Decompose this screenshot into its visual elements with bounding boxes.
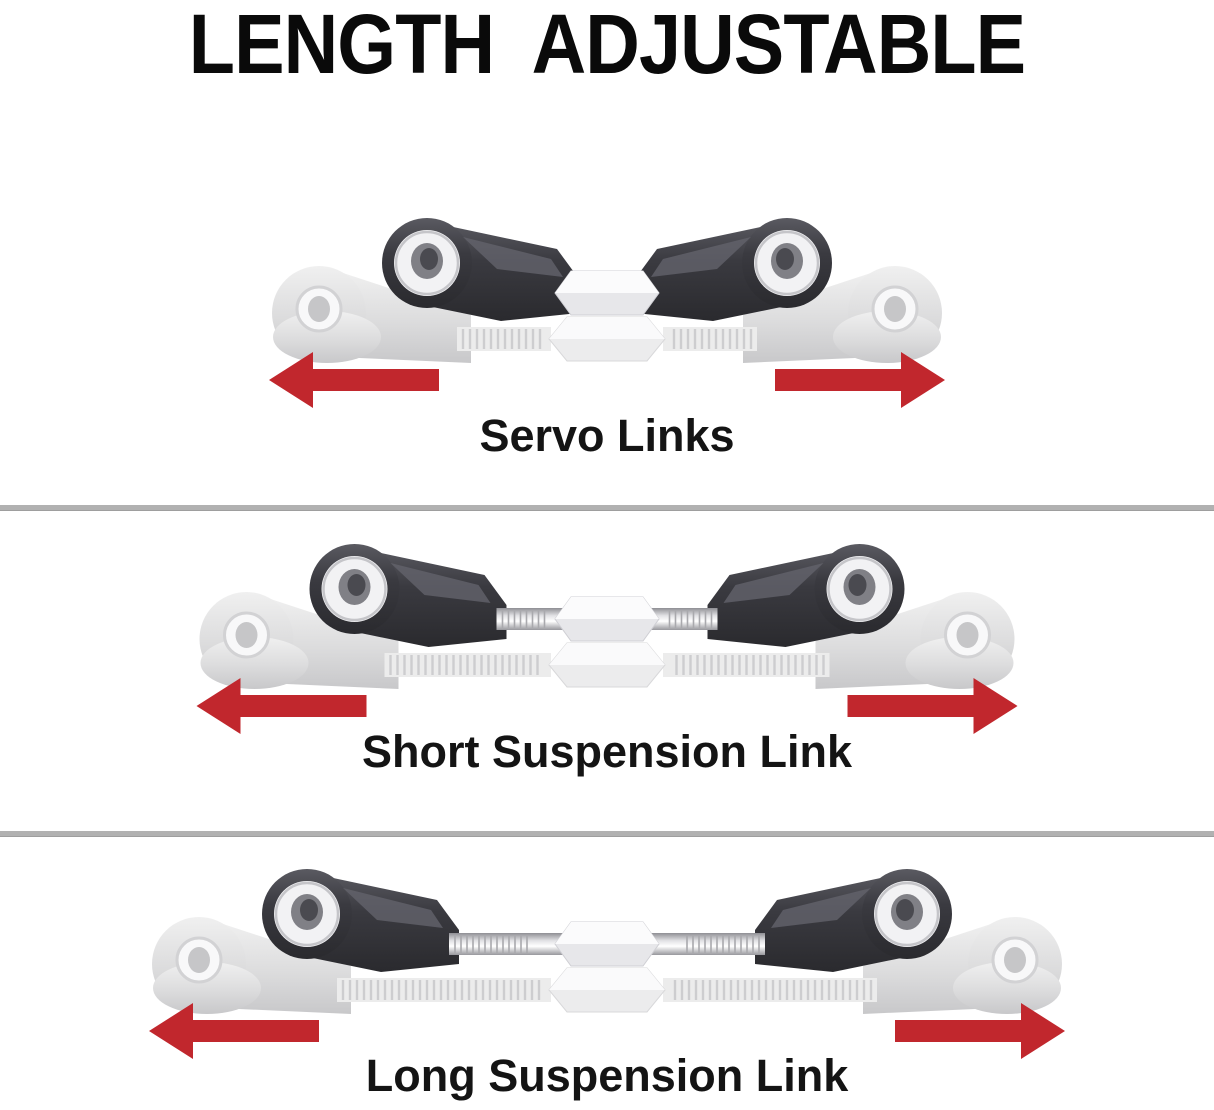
ghost-rod-end-left — [199, 592, 551, 689]
turnbuckle-hex — [554, 921, 660, 967]
rod-end-right — [651, 544, 905, 647]
turnbuckle-hex — [554, 270, 660, 316]
right-arrow-icon — [847, 678, 1018, 734]
link-illustration-svg — [149, 869, 1065, 1059]
rod-end-left — [309, 544, 563, 647]
main-link — [382, 218, 832, 321]
ghost-extended-link — [199, 592, 1015, 689]
ghost-center-hex — [548, 642, 666, 688]
ghost-rod-end-right — [663, 592, 1015, 689]
rod-end-right — [635, 218, 832, 321]
ghost-center-hex — [548, 967, 666, 1013]
ghost-extended-link — [152, 917, 1062, 1014]
main-link — [262, 869, 952, 972]
servo-links-illustration — [257, 209, 957, 414]
ghost-rod-end-right — [663, 266, 942, 363]
rod-end-right — [651, 869, 952, 972]
ghost-extended-link — [272, 266, 942, 363]
link-illustration-svg — [269, 218, 945, 408]
rod-end-left — [262, 869, 563, 972]
right-arrow-icon — [895, 1003, 1065, 1059]
long-suspension-link-label: Long Suspension Link — [365, 1050, 849, 1101]
section-divider — [0, 505, 1214, 511]
ghost-rod-end-left — [152, 917, 551, 1014]
page-title: LENGTH ADJUSTABLE — [188, 0, 1026, 91]
right-arrow-icon — [775, 352, 945, 408]
left-arrow-icon — [196, 678, 367, 734]
long-suspension-link-illustration — [137, 860, 1077, 1065]
rod-end-left — [382, 218, 579, 321]
left-arrow-icon — [149, 1003, 319, 1059]
section-divider — [0, 831, 1214, 837]
ghost-rod-end-left — [272, 266, 551, 363]
short-suspension-link-label: Short Suspension Link — [361, 726, 853, 777]
servo-links-label: Servo Links — [479, 410, 735, 461]
main-link — [309, 544, 905, 647]
ghost-rod-end-right — [663, 917, 1062, 1014]
left-arrow-icon — [269, 352, 439, 408]
link-illustration-svg — [196, 544, 1018, 734]
ghost-center-hex — [548, 316, 666, 362]
turnbuckle-hex — [554, 596, 660, 642]
short-suspension-link-illustration — [185, 535, 1030, 740]
